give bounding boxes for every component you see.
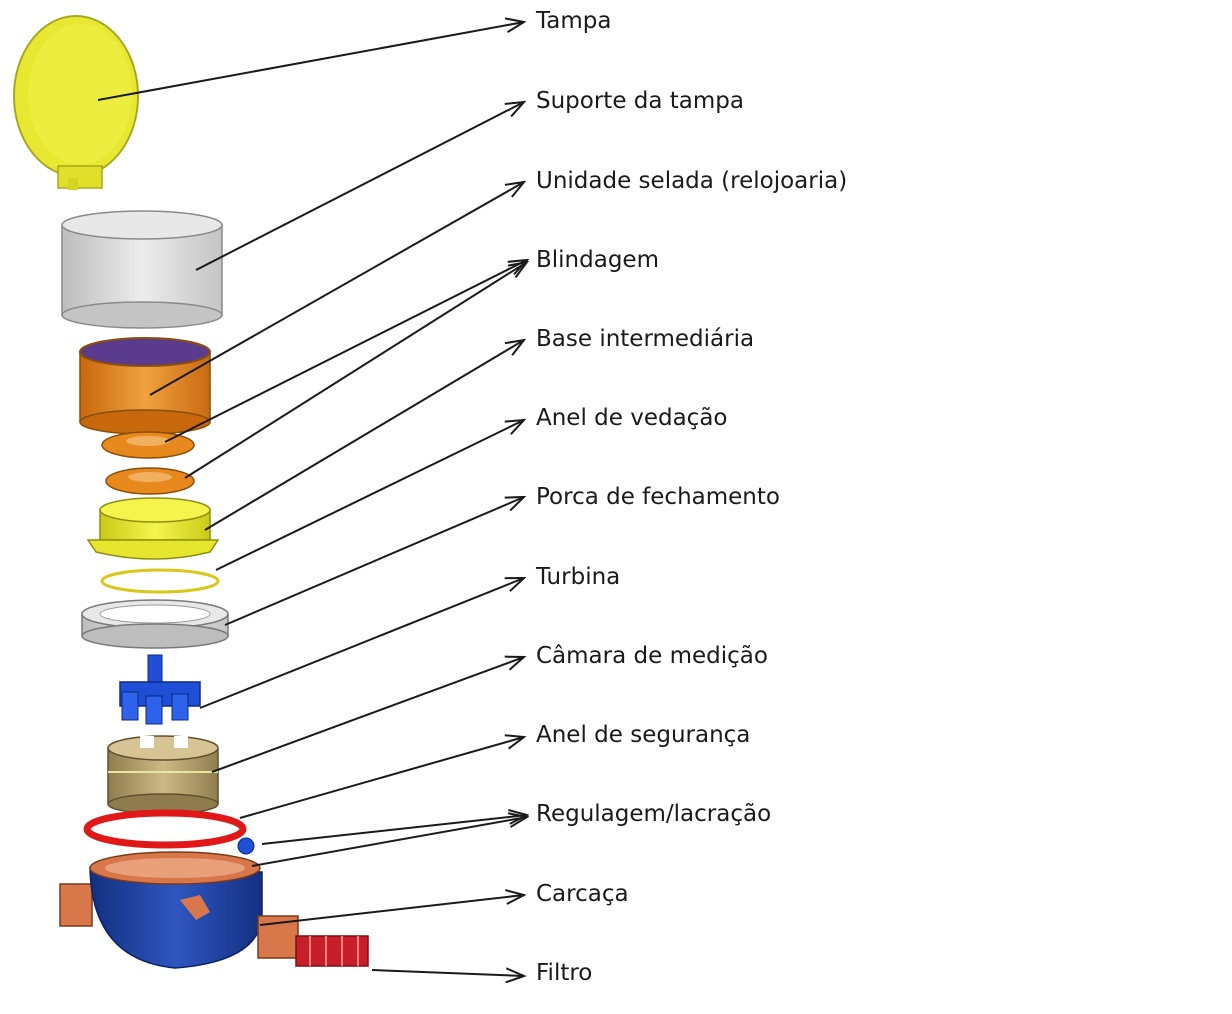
arrow-suporte (195, 102, 524, 271)
intermediate-base-part (86, 497, 220, 560)
arrow-filtro (371, 970, 524, 976)
arrow-vedacao (215, 420, 524, 571)
arrow-regulagem-2 (251, 817, 527, 867)
arrow-regulagem-1 (261, 815, 527, 845)
label-tampa: Tampa (536, 8, 612, 34)
label-unidade-selada: Unidade selada (relojoaria) (536, 168, 848, 194)
arrow-porca (224, 497, 524, 626)
housing-part (59, 851, 299, 969)
arrow-turbina (199, 578, 524, 709)
leader-arrows (97, 22, 527, 976)
label-porca-de-fechamento: Porca de fechamento (536, 484, 780, 510)
closing-nut-part (81, 599, 229, 649)
label-blindagem: Blindagem (536, 247, 659, 273)
arrow-carcaca (259, 895, 524, 926)
measuring-chamber-part (107, 735, 219, 815)
label-carcaca: Carcaça (536, 881, 629, 907)
arrow-blindagem-2 (184, 262, 527, 479)
seal-ring-part (100, 568, 220, 594)
label-camara-de-medicao: Câmara de medição (536, 643, 768, 669)
arrow-tampa (97, 22, 524, 101)
shield-ring-upper-part (101, 431, 195, 459)
turbine-part (119, 654, 201, 725)
filter-part (295, 935, 369, 967)
arrow-unidade (149, 182, 524, 396)
arrow-seguranca (239, 737, 524, 819)
label-filtro: Filtro (536, 960, 593, 986)
sealed-unit-part (79, 337, 211, 435)
cover-part (13, 15, 139, 190)
label-turbina: Turbina (536, 564, 621, 590)
safety-ring-part (83, 809, 247, 849)
label-suporte-da-tampa: Suporte da tampa (536, 88, 744, 114)
cover-support-part (61, 210, 223, 329)
label-anel-de-seguranca: Anel de segurança (536, 722, 751, 748)
label-anel-de-vedacao: Anel de vedação (536, 405, 728, 431)
arrow-base (204, 340, 524, 531)
arrow-camara (211, 657, 524, 773)
label-regulagem-lacracao: Regulagem/lacração (536, 801, 772, 827)
label-base-intermediaria: Base intermediária (536, 326, 755, 352)
arrow-blindagem-1 (164, 260, 527, 443)
shield-ring-lower-part (105, 467, 195, 495)
